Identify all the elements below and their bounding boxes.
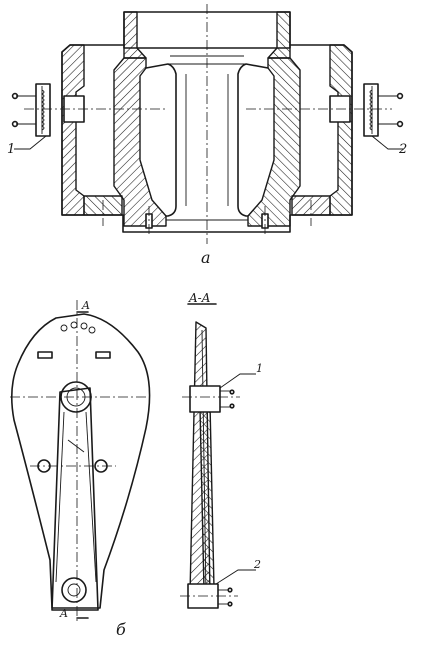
outer-wall-right bbox=[329, 44, 353, 216]
leader-1-b bbox=[219, 373, 256, 389]
liner-left bbox=[145, 63, 177, 217]
gauge-right bbox=[363, 83, 404, 137]
liner-right bbox=[237, 63, 269, 217]
callout-2-b: 2 bbox=[253, 558, 261, 571]
slot-left bbox=[37, 351, 53, 359]
plate-outline bbox=[10, 313, 151, 609]
slot-right bbox=[95, 351, 111, 359]
hole-small-1 bbox=[60, 324, 68, 332]
view-a-section bbox=[11, 4, 404, 244]
callout-2-a: 2 bbox=[398, 142, 407, 157]
hole-small-2 bbox=[70, 321, 78, 329]
callout-1-a: 1 bbox=[7, 142, 15, 157]
leader-1-a bbox=[14, 135, 47, 150]
section-title: A-A bbox=[188, 291, 211, 305]
hole-small-3 bbox=[80, 322, 88, 330]
leader-2-b bbox=[215, 569, 256, 585]
collar-wall-right bbox=[267, 11, 291, 59]
gauge-left bbox=[11, 83, 51, 137]
collar-wall-left bbox=[123, 11, 147, 59]
outer-wall-left bbox=[61, 44, 85, 216]
section-a-a bbox=[180, 303, 256, 609]
callout-1-b: 1 bbox=[256, 362, 263, 375]
cut-label-top: A bbox=[81, 299, 90, 312]
leader-2-a bbox=[371, 135, 404, 150]
gauge-1-section bbox=[189, 385, 221, 413]
view-b-plate bbox=[10, 300, 151, 624]
pivot-hole-bottom bbox=[61, 577, 87, 603]
hole-small-4 bbox=[88, 326, 96, 334]
view-b-caption: б bbox=[116, 620, 126, 639]
view-a-caption: a bbox=[201, 248, 211, 267]
cut-label-bottom: A bbox=[59, 607, 68, 620]
